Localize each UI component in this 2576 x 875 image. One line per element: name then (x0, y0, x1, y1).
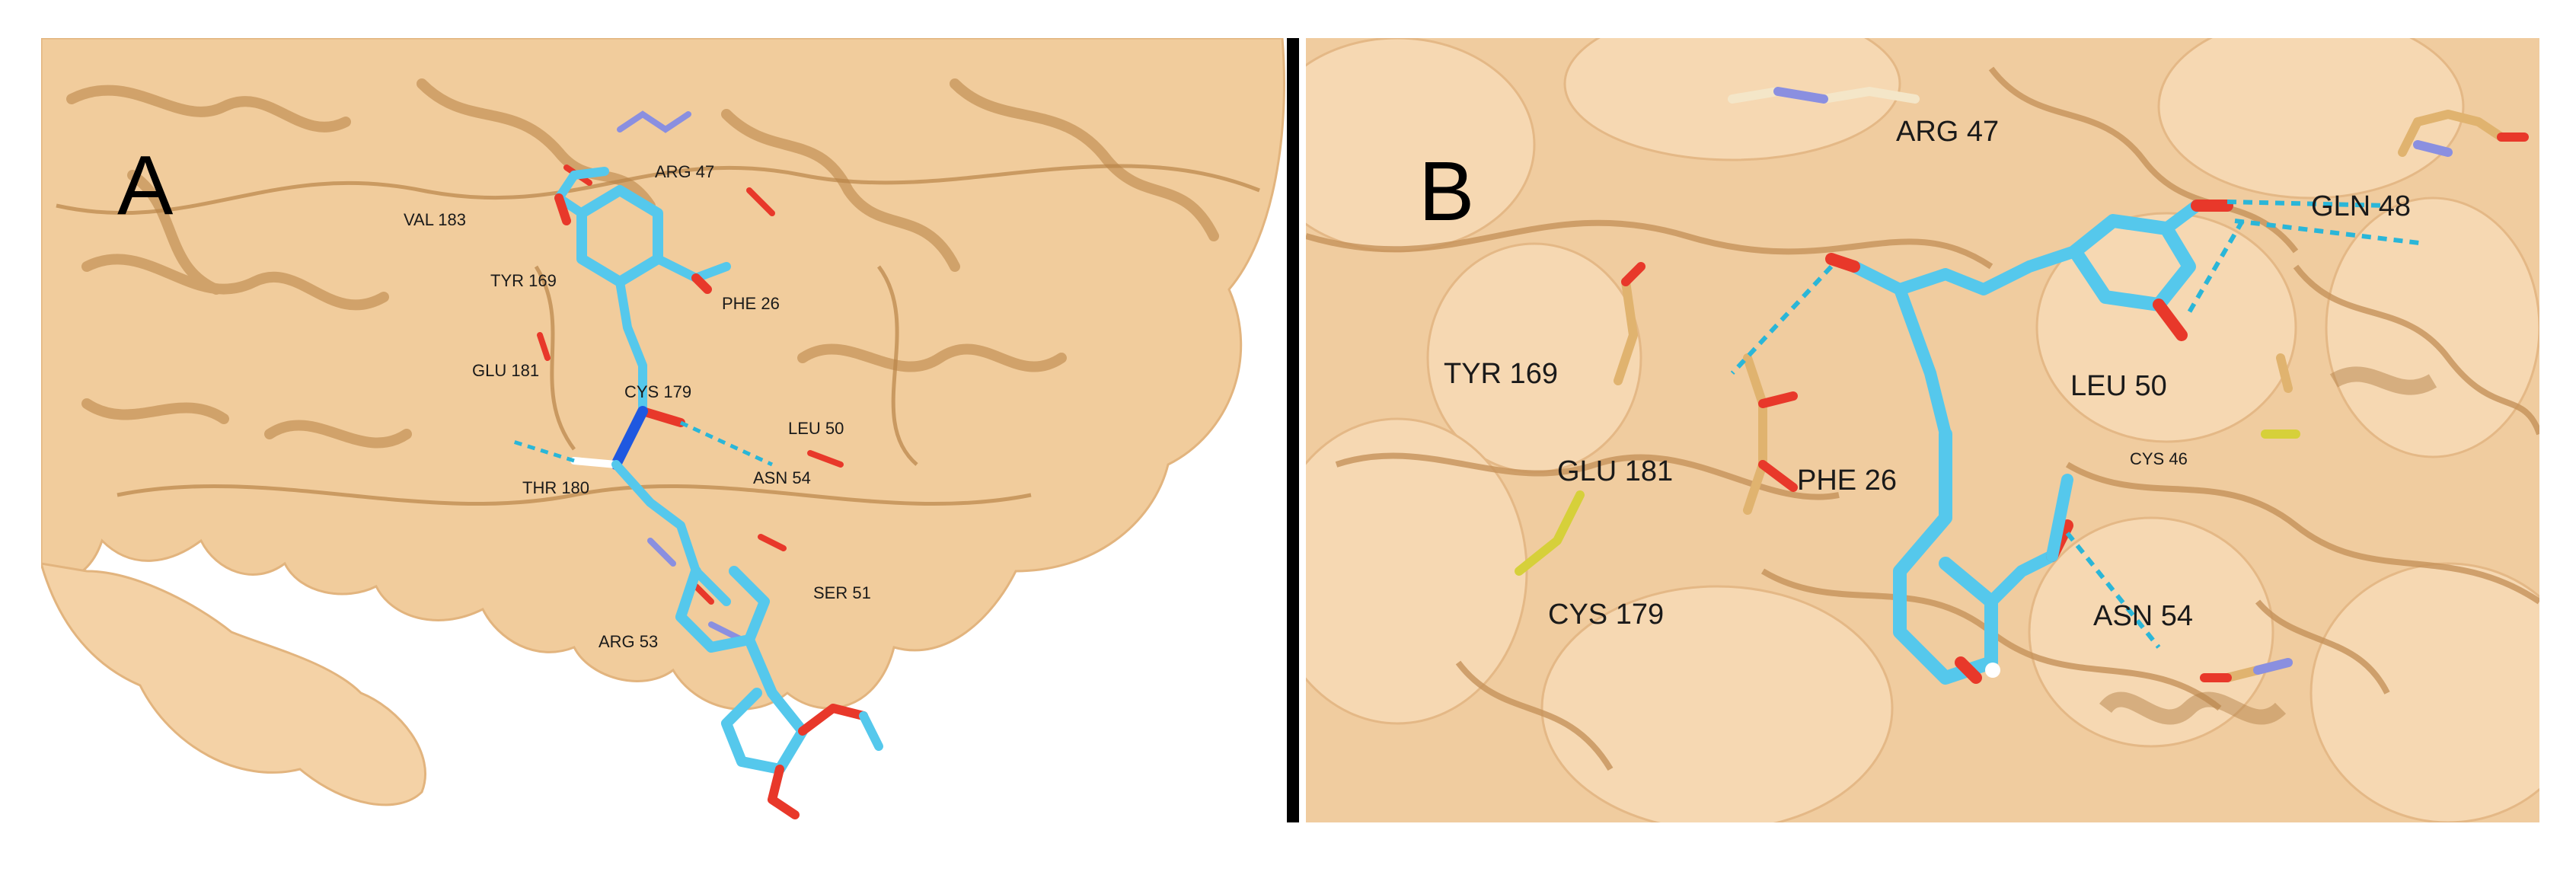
label-b-gln48: GLN 48 (2311, 190, 2411, 222)
protein-ribbons (66, 78, 1219, 449)
surface-bulges (1306, 38, 2539, 822)
label-val183: VAL 183 (404, 210, 466, 229)
protein-surface (41, 38, 1285, 711)
label-cys179: CYS 179 (624, 382, 692, 401)
label-b-glu181: GLU 181 (1557, 455, 1674, 487)
panel-b-image: B ARG 47 GLN 48 TYR 169 LEU 50 CYS 46 GL… (1306, 38, 2539, 822)
panel-a-image: A VAL 183 ARG 47 TYR 169 PHE 26 GLU 181 … (41, 38, 1293, 822)
label-leu50: LEU 50 (788, 419, 844, 438)
label-b-cys46: CYS 46 (2130, 449, 2188, 468)
label-b-cys179: CYS 179 (1548, 599, 1665, 631)
ligand-molecule-b (1825, 200, 2233, 685)
label-thr180: THR 180 (522, 478, 590, 497)
label-b-leu50: LEU 50 (2070, 370, 2167, 402)
label-glu181: GLU 181 (472, 361, 540, 380)
label-tyr169: TYR 169 (490, 271, 557, 290)
panel-b-molecule-view (1306, 38, 2539, 822)
label-b-phe26: PHE 26 (1797, 465, 1897, 497)
label-arg53: ARG 53 (599, 632, 659, 651)
panel-divider (1287, 38, 1299, 822)
label-b-arg47: ARG 47 (1896, 116, 2000, 148)
label-asn54: ASN 54 (753, 468, 811, 487)
label-b-tyr169: TYR 169 (1444, 358, 1558, 390)
panel-a-molecule-view (41, 38, 1293, 822)
panel-b-letter: B (1419, 145, 1475, 238)
ligand-molecule (554, 167, 883, 819)
panel-a-letter: A (117, 139, 174, 232)
label-phe26: PHE 26 (722, 294, 780, 313)
label-ser51: SER 51 (813, 583, 871, 602)
label-b-asn54: ASN 54 (2093, 600, 2193, 632)
label-arg47: ARG 47 (655, 162, 715, 181)
